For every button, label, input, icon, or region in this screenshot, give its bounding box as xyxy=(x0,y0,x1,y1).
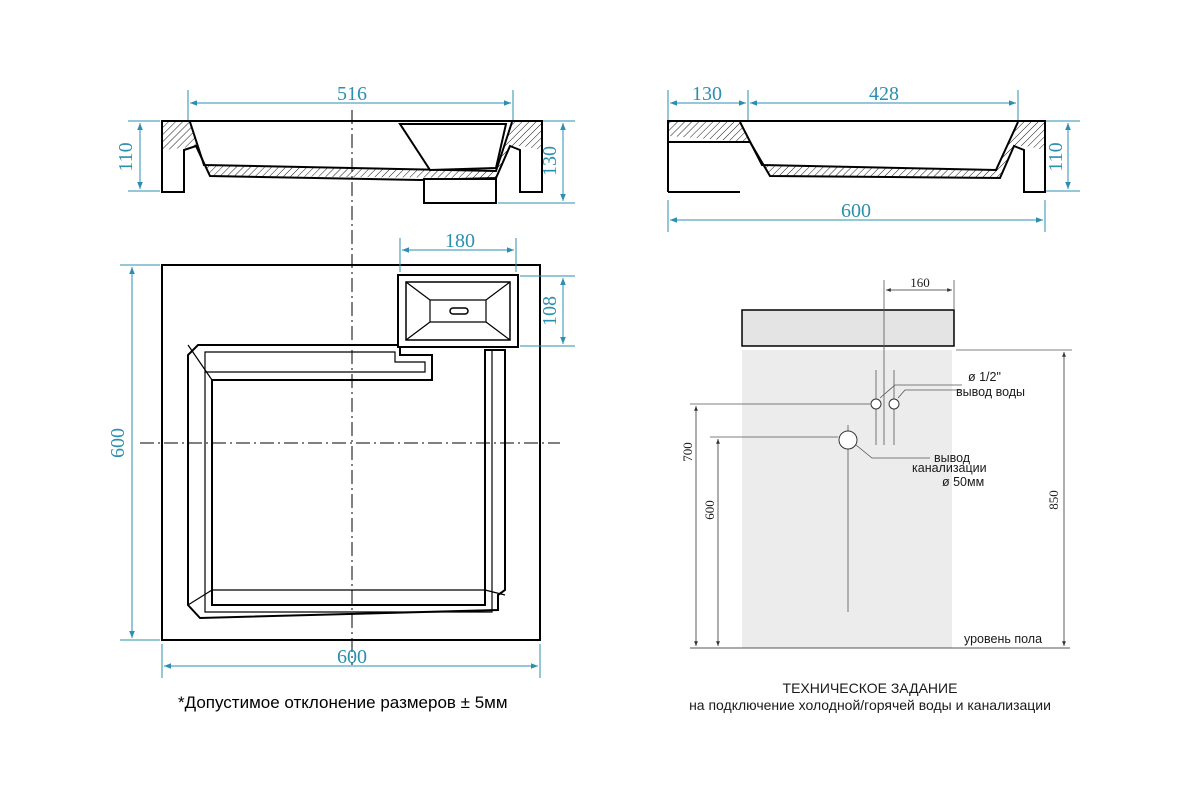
dim-850: 850 xyxy=(1046,490,1061,510)
sewer-label-1: вывод xyxy=(934,451,971,465)
dim-height-130: 130 xyxy=(539,146,561,176)
inner-bowl-line-right xyxy=(739,121,1019,172)
dim-drain-180: 180 xyxy=(445,230,475,252)
dim-160: 160 xyxy=(910,275,930,290)
caption-subtitle: на подключение холодной/горячей воды и к… xyxy=(689,697,1051,713)
tech-spec-view: уровень пола 160 ø 1/2" вывод воды вывод… xyxy=(680,275,1072,649)
sewer-label-2: канализации xyxy=(912,461,987,475)
drain-grate-bevel xyxy=(405,281,511,341)
corner-bevel xyxy=(484,589,506,596)
caption-title: ТЕХНИЧЕСКОЕ ЗАДАНИЕ xyxy=(783,680,958,696)
inner-bowl-line xyxy=(189,121,513,173)
sewer-label-3: ø 50мм xyxy=(942,475,984,489)
dim-bowl-428: 428 xyxy=(869,83,899,105)
corner-bevel xyxy=(187,589,213,606)
floor-label: уровень пола xyxy=(964,632,1042,646)
drain-outlet xyxy=(423,178,497,204)
plan-view: 180 108 600 600 xyxy=(107,110,575,678)
section-view-left: 516 110 130 xyxy=(115,83,575,204)
corner-bevel xyxy=(187,344,213,381)
water-label-1: ø 1/2" xyxy=(968,370,1001,384)
cabinet-area xyxy=(742,350,952,648)
water-outlet-icon xyxy=(870,398,882,410)
section-view-right: 130 428 110 600 xyxy=(667,83,1080,232)
dim-height-110-right: 110 xyxy=(1045,142,1067,171)
drain-slot-icon xyxy=(449,307,469,315)
hatched-wall-right xyxy=(669,122,1044,178)
drain-channel xyxy=(398,123,508,172)
dim-drain-108: 108 xyxy=(539,296,561,326)
leader-line xyxy=(897,389,962,399)
sewer-outlet-icon xyxy=(838,430,858,450)
dim-plan-height-600: 600 xyxy=(107,428,129,458)
dim-height-110: 110 xyxy=(115,142,137,171)
dim-plan-width-600: 600 xyxy=(337,646,367,668)
dim-overflow-130: 130 xyxy=(692,83,722,105)
dim-600-sewer: 600 xyxy=(702,500,717,520)
bowl-rim-inner xyxy=(204,350,493,613)
water-outlet-icon xyxy=(888,398,900,410)
dim-total-600: 600 xyxy=(841,200,871,222)
bowl-edge-outer xyxy=(187,344,506,620)
basin-side xyxy=(741,309,955,347)
water-label-2: вывод воды xyxy=(956,385,1025,399)
leader-line xyxy=(855,444,930,459)
dim-700: 700 xyxy=(680,442,695,462)
tolerance-note: *Допустимое отклонение размеров ± 5мм xyxy=(178,693,508,712)
leader-line xyxy=(879,384,962,399)
dim-width-516: 516 xyxy=(337,83,367,105)
